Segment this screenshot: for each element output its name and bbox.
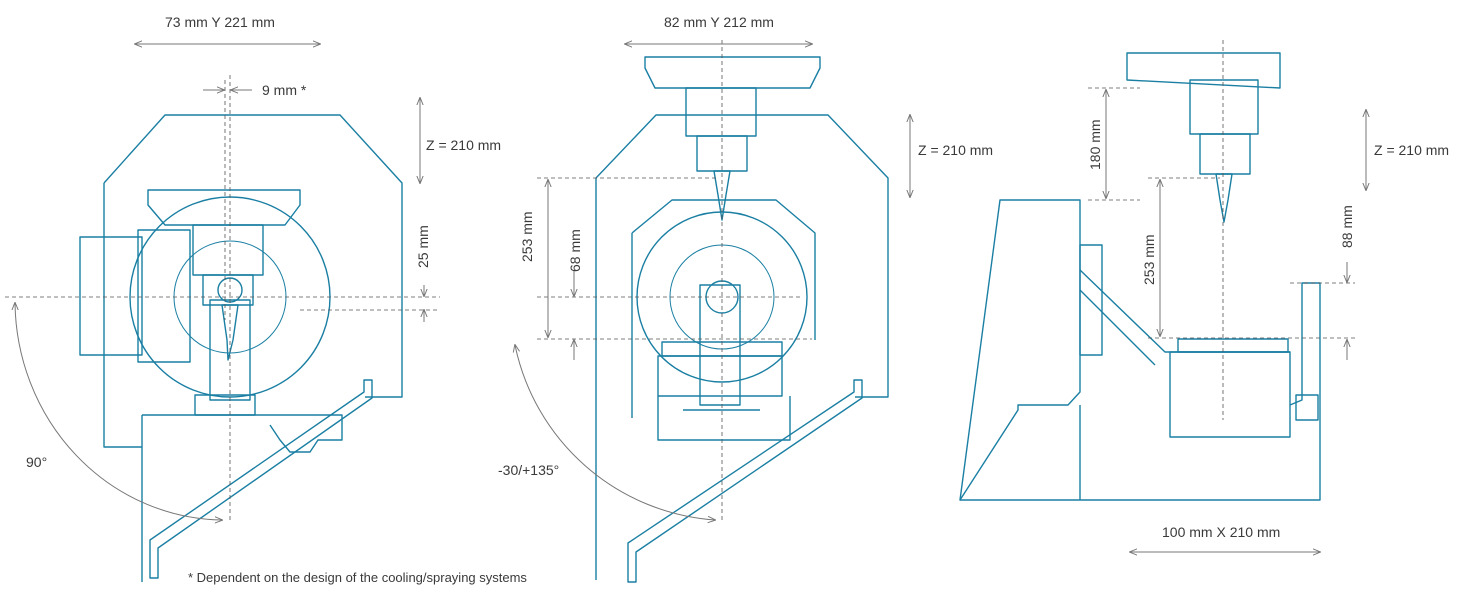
column-base [194, 394, 256, 416]
slanted-arm [1079, 269, 1290, 366]
view-front-tilt: 82 mm Y 212 mm Z = 210 mm 253 mm 68 mm -… [498, 14, 993, 583]
travel-xy-label: 73 mm Y 221 mm [165, 14, 275, 30]
spindle-body [192, 224, 264, 276]
tilt-label: -30/+135° [498, 462, 559, 478]
machine-base [657, 396, 791, 441]
table-top [1177, 338, 1289, 353]
view-side: Z = 210 mm 180 mm 253 mm 88 mm 100 mm X … [959, 40, 1449, 552]
view-front-90: 73 mm Y 221 mm 9 mm * Z = 210 mm 25 mm 9… [5, 14, 501, 582]
tool [713, 170, 731, 221]
footnote: * Dependent on the design of the cooling… [188, 570, 527, 585]
z-label: Z = 210 mm [426, 137, 501, 153]
travel-x-label: 100 mm X 210 mm [1162, 524, 1280, 540]
tool [1215, 173, 1233, 223]
table-body [1169, 351, 1291, 438]
side-post [1295, 394, 1319, 421]
tool [221, 304, 239, 361]
tilt-arc [15, 303, 222, 520]
housing-side [959, 199, 1081, 501]
table-body [657, 355, 783, 397]
travel-xy-label: 82 mm Y 212 mm [664, 14, 774, 30]
height-a-label: 253 mm [519, 211, 535, 262]
side-flange [1079, 244, 1103, 356]
offset-label: 9 mm * [262, 82, 307, 98]
chip-tray [627, 379, 863, 583]
tilt-arc [515, 345, 715, 520]
tilt-label: 90° [26, 454, 47, 470]
z-label: Z = 210 mm [1374, 142, 1449, 158]
side-motor-flange [137, 229, 191, 363]
column [699, 284, 741, 406]
chip-tray [149, 379, 373, 579]
height-a-label: 180 mm [1087, 119, 1103, 170]
spindle-nose [1199, 133, 1251, 175]
inner-frame [631, 199, 816, 418]
housing-outline [595, 114, 889, 580]
spindle-head [147, 189, 301, 226]
height-b-label: 253 mm [1141, 234, 1157, 285]
spindle-body [1189, 79, 1259, 135]
side-motor-block [79, 236, 143, 356]
z-label: Z = 210 mm [918, 142, 993, 158]
height-c-label: 88 mm [1339, 205, 1355, 248]
spindle-body [685, 87, 757, 137]
spindle-head [1126, 52, 1281, 89]
height-b-label: 68 mm [567, 229, 583, 272]
spindle-head [644, 56, 821, 89]
machine-base [960, 282, 1321, 501]
height-label: 25 mm [415, 225, 431, 268]
